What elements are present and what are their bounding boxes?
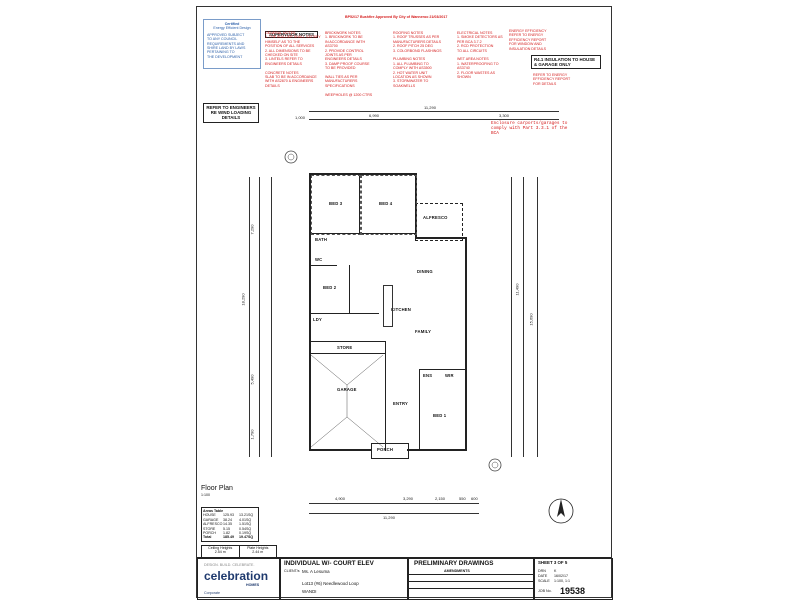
client-name: Ms. A Lesuma [302, 569, 330, 574]
supervisor-notes-heading: SUPERVISOR NOTES [265, 31, 319, 39]
dim-left-c: 1,790 [249, 429, 255, 440]
bca-compliance-note: Enclosure carports/garages to comply wit… [491, 121, 568, 137]
dim-bottom-b: 3,290 [403, 496, 414, 501]
garage-roof-lines [310, 354, 384, 448]
room-porch: PORCH [377, 447, 394, 452]
drawn-by: K [554, 569, 557, 573]
dim-bottom-c: 2,150 [435, 496, 446, 501]
dim-top-left: 6,990 [369, 113, 380, 118]
floor-plan: ALFRESCO BED 3 BED 4 BATH WC BED 2 LDY D… [309, 173, 479, 459]
ceiling-heights-head: Ceiling Heights [208, 546, 233, 550]
drawing-sheet: BP52/17 Bushfire Approved By City of Wan… [196, 6, 613, 600]
dim-left-overall: 18,290 [240, 293, 246, 306]
right-dimensions: 15,690 11,490 [503, 177, 553, 457]
dim-left-b: 5,490 [249, 374, 255, 385]
sheet-info: SHEET 3 OF 5 DRN K DATE 16/02/17 SCALE 1… [533, 558, 613, 600]
company-logo: celebration HOMES DESIGN. BUILD. CELEBRA… [197, 558, 281, 600]
job-number: 19538 [560, 586, 586, 596]
room-alfresco: ALFRESCO [423, 215, 448, 220]
top-dimensions: 11,290 6,990 3,300 1,000 [295, 105, 559, 123]
dim-bottom-e: 600 [471, 496, 478, 501]
notes-column-2: BRICKWORK NOTES 1. BRICKWORK TO BE IN AC… [325, 31, 373, 97]
dim-top-overall: 11,290 [424, 105, 436, 110]
dim-bottom-overall: 11,290 [383, 515, 395, 520]
supervisor-notes: SUPERVISOR NOTES GENERAL NOTES 1. THE BU… [265, 23, 505, 97]
plan-title: Floor Plan [201, 485, 233, 492]
insulation-note: REFER TO ENERGY EFFICIENCY REPORT FOR DE… [533, 73, 571, 86]
drawing-status: PRELIMINARY DRAWINGS AMENDMENTS [407, 558, 535, 600]
notes-column-1: GENERAL NOTES 1. THE BUILDER SHALL SATIS… [265, 31, 321, 88]
room-garage: GARAGE [337, 387, 357, 392]
bottom-dimensions: 4,900 3,290 2,150 550 600 11,290 [309, 496, 479, 521]
logo-wordmark: celebration [204, 569, 269, 583]
date-label: DATE [538, 574, 548, 578]
room-ldy: LDY [313, 317, 322, 322]
logo-corporate: Corporate [204, 591, 220, 595]
room-store: STORE [337, 345, 353, 350]
dim-bottom-d: 550 [459, 496, 466, 501]
dim-bottom-a: 4,900 [335, 496, 346, 501]
room-bed-2: BED 2 [323, 285, 337, 290]
scale-label: SCALE [538, 579, 550, 583]
project-info: INDIVIDUAL W/- COURT ELEV CLIENT/s Ms. A… [279, 558, 409, 600]
logo-tagline: DESIGN. BUILD. CELEBRATE. [204, 563, 255, 567]
job-label: JOB No. [538, 589, 552, 593]
approval-stamp-text: BP52/17 Bushfire Approved By City of Wan… [345, 15, 448, 19]
plate-heights-value: 2.44 m [252, 550, 264, 555]
room-ens: ENS [423, 373, 433, 378]
dim-top-right: 3,300 [499, 113, 510, 118]
room-bed-3: BED 3 [329, 201, 343, 206]
room-family: FAMILY [415, 329, 432, 334]
room-bath: BATH [315, 237, 328, 242]
room-kitchen: KITCHEN [391, 307, 412, 312]
room-entry: ENTRY [393, 401, 409, 406]
ceiling-heights-value: 2.54 m [214, 550, 226, 555]
room-dining: DINING [417, 269, 433, 274]
amendments-label: AMENDMENTS [444, 569, 470, 573]
suburb: WANDI [302, 589, 317, 594]
stamp-title: Certified [224, 22, 240, 26]
tree-icon [284, 150, 298, 164]
drawn-label: DRN [538, 569, 546, 573]
stamp-lines: APPROVED SUBJECT TO ANY COUNCIL REQUIREM… [207, 32, 246, 59]
insulation-label: R4.1 INSULATION TO HOUSE & GARAGE ONLY [531, 55, 601, 70]
drawing-date: 16/02/17 [554, 574, 568, 578]
dim-left-a: 7,290 [249, 224, 255, 235]
title-block: celebration HOMES DESIGN. BUILD. CELEBRA… [197, 557, 613, 600]
logo-sub: HOMES [246, 583, 260, 587]
room-bed-1: BED 1 [433, 413, 447, 418]
dim-top-offset: 1,000 [295, 115, 306, 120]
area-schedule-heading: Areas Table [203, 509, 224, 513]
client-label: CLIENT/s [284, 569, 300, 573]
project-title: INDIVIDUAL W/- COURT ELEV [284, 560, 374, 567]
room-wir: WIR [445, 373, 454, 378]
tree-icon [488, 458, 502, 472]
drawing-scale: 1:100, 1:1 [554, 579, 570, 583]
engineers-note-box: REFER TO ENGINEERS RE WIND LOADING DETAI… [203, 103, 259, 123]
certification-stamp: Certified Energy Efficient Design APPROV… [203, 19, 261, 69]
lot-address: Lot13 (#6) Needlewood Loop [302, 581, 359, 586]
plan-scale: 1:100 [201, 493, 210, 497]
notes-column-5: ENERGY EFFICIENCY REFER TO ENERGY EFFICI… [509, 29, 547, 51]
room-wc: WC [315, 257, 323, 262]
preliminary-label: PRELIMINARY DRAWINGS [414, 560, 494, 567]
stamp-subtitle: Energy Efficient Design [213, 26, 251, 31]
dim-right-a: 11,490 [514, 283, 520, 296]
notes-column-4: ELECTRICAL NOTES 1. SMOKE DETECTORS AS P… [457, 31, 503, 80]
sheet-number: SHEET 3 OF 5 [538, 560, 568, 565]
room-bed-4: BED 4 [379, 201, 393, 206]
notes-column-3: ROOFING NOTES 1. ROOF TRUSSES AS PER MAN… [393, 31, 442, 88]
north-arrow-icon [548, 498, 574, 524]
plate-heights-head: Plate Heights [247, 546, 269, 550]
dim-right-overall: 15,690 [528, 313, 534, 326]
left-dimensions: 18,290 7,290 5,490 1,790 [240, 177, 283, 457]
